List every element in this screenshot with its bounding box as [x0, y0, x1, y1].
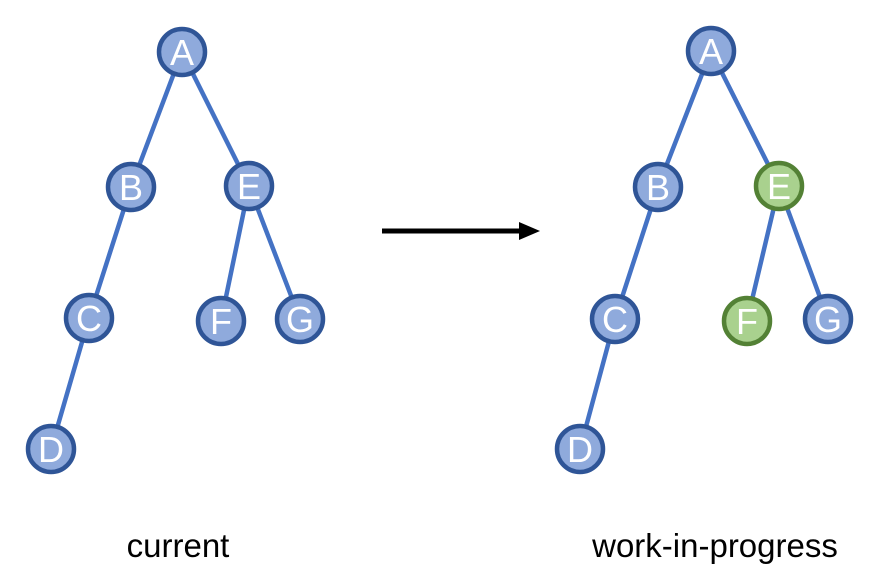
node-label-A: A — [699, 31, 723, 72]
node-label-G: G — [286, 299, 314, 340]
tree-node-D — [554, 423, 606, 475]
tree-node-A — [685, 25, 737, 77]
node-label-F: F — [210, 301, 232, 342]
tree-node-B — [632, 161, 684, 213]
node-label-D: D — [38, 429, 64, 470]
tree-node-A — [156, 26, 208, 78]
tree-node-C — [589, 293, 641, 345]
tree-node-G — [274, 293, 326, 345]
node-label-A: A — [170, 32, 194, 73]
tree-work-in-progress: A B E C F G D — [554, 25, 854, 475]
arrow-head — [519, 222, 540, 240]
tree-node-F — [195, 295, 247, 347]
caption-current: current — [127, 527, 230, 564]
tree-node-F-highlighted — [721, 295, 773, 347]
node-label-E: E — [767, 166, 791, 207]
tree-current: A B E C F G D — [25, 26, 326, 475]
transition-arrow-icon — [382, 222, 540, 240]
tree-node-B — [105, 161, 157, 213]
tree-node-G — [802, 293, 854, 345]
tree-node-D — [25, 423, 77, 475]
node-label-B: B — [646, 167, 670, 208]
node-label-B: B — [119, 167, 143, 208]
caption-work-in-progress: work-in-progress — [591, 527, 838, 564]
tree-node-C — [63, 292, 115, 344]
node-label-E: E — [237, 166, 261, 207]
tree-node-E-highlighted — [753, 160, 805, 212]
node-label-F: F — [736, 301, 758, 342]
node-label-G: G — [814, 299, 842, 340]
node-label-C: C — [602, 299, 628, 340]
tree-node-E — [223, 160, 275, 212]
node-label-D: D — [567, 429, 593, 470]
node-label-C: C — [76, 298, 102, 339]
